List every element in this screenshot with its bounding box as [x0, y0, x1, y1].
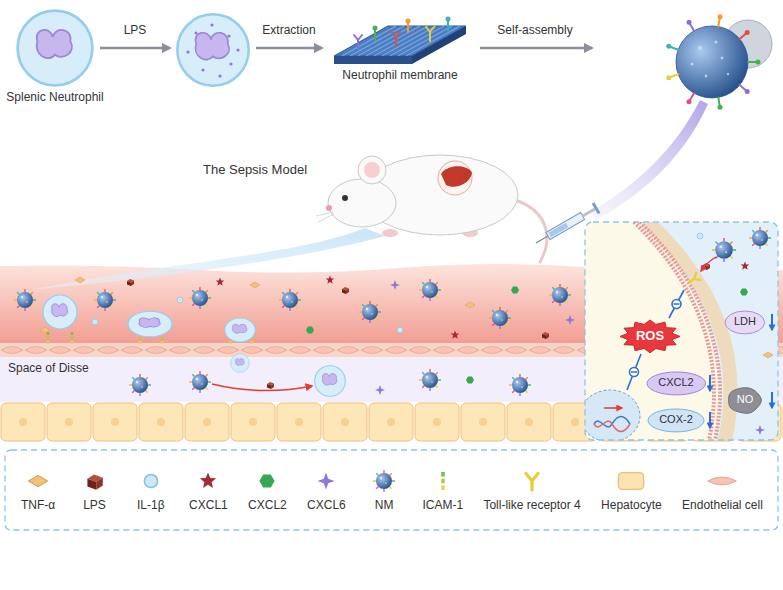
nanoparticles-scattered: [14, 279, 571, 396]
mouse: [316, 155, 547, 262]
chemokine-ellipse: CXCL2: [646, 371, 707, 396]
legend-item: CXCL1: [189, 469, 228, 512]
nanoparticle-large: [666, 14, 772, 110]
annotation-label: The Sepsis Model: [203, 162, 307, 178]
process-arrows: [100, 48, 592, 49]
legend-item: NM: [366, 469, 402, 512]
legend-text: ICAM-1: [422, 498, 463, 512]
legend-item: IL-1β: [133, 469, 169, 512]
legend-icon: [704, 469, 740, 493]
annotation-label: LPS: [124, 23, 147, 37]
cell-inset: [580, 222, 778, 442]
node-shape: [330, 6, 470, 68]
node-text: Splenic Neutrophil: [3, 90, 106, 104]
legend-icon: [514, 469, 550, 493]
legend-text: Toll-like receptor 4: [483, 498, 580, 512]
node-text: CXCL2: [658, 376, 693, 389]
legend-icon: [133, 469, 169, 493]
node-figure: [334, 17, 466, 65]
ellipse-outline: [725, 311, 765, 334]
stimulated-neutrophil: [177, 14, 248, 85]
legend-item: Hepatocyte: [601, 469, 662, 512]
star-outline: [620, 320, 680, 353]
legend-text: CXCL6: [307, 498, 346, 512]
node-text: LDH: [734, 315, 756, 328]
legend-item: CXCL2: [248, 469, 287, 512]
legend-text: Hepatocyte: [601, 498, 662, 512]
blob-outline: [729, 387, 762, 413]
neutrophil-migration: [43, 295, 345, 396]
annotation-label: Self-assembly: [497, 23, 572, 37]
legend-text: CXCL2: [248, 498, 287, 512]
ellipse-outline: [647, 372, 706, 395]
legend-text: LPS: [83, 498, 106, 512]
node-figure: [18, 11, 93, 86]
legend-frame: [5, 450, 778, 530]
legend-text: NM: [375, 498, 394, 512]
node-text: NO: [737, 393, 754, 406]
legend-item: TNF-α: [20, 469, 56, 512]
membrane-sheet: Neutrophil membrane: [327, 6, 473, 82]
legend-item: ICAM-1: [422, 469, 463, 512]
legend-item: LPS: [76, 469, 112, 512]
legend-text: Endothelial cell: [682, 498, 763, 512]
legend-text: TNF-α: [21, 498, 55, 512]
legend-icon: [308, 469, 344, 493]
legend-text: CXCL1: [189, 498, 228, 512]
legend-icon: [20, 469, 56, 493]
legend-icon: [366, 469, 402, 493]
ldh-ellipse: LDH: [724, 310, 766, 335]
node-text: ROS: [636, 328, 664, 344]
ellipse-outline: [648, 409, 704, 432]
cytokines-scattered: [40, 276, 575, 396]
legend-item: Endothelial cell: [682, 469, 763, 512]
node-shape: [13, 6, 97, 90]
annotation-label: Space of Disse: [8, 361, 89, 375]
legend-icon: [425, 469, 461, 493]
legend-icon: [613, 469, 649, 493]
neutrophil-cell: Splenic Neutrophil: [3, 6, 106, 104]
legend: TNF-α LPS IL-1β CXCL1 CXCL2 CXCL6 NM ICAM-1 Toll…: [10, 455, 773, 525]
no-blob: NO: [726, 386, 763, 415]
legend-text: IL-1β: [137, 498, 165, 512]
enzyme-ellipse: COX-2: [647, 408, 705, 433]
node-text: Neutrophil membrane: [327, 68, 473, 82]
legend-item: CXCL6: [307, 469, 346, 512]
legend-icon: [249, 469, 285, 493]
node-text: COX-2: [659, 413, 693, 426]
legend-item: Toll-like receptor 4: [483, 469, 580, 512]
legend-icon: [76, 469, 112, 493]
annotation-label: Extraction: [262, 23, 315, 37]
legend-icon: [190, 469, 226, 493]
ros-burst: ROS: [619, 319, 681, 354]
